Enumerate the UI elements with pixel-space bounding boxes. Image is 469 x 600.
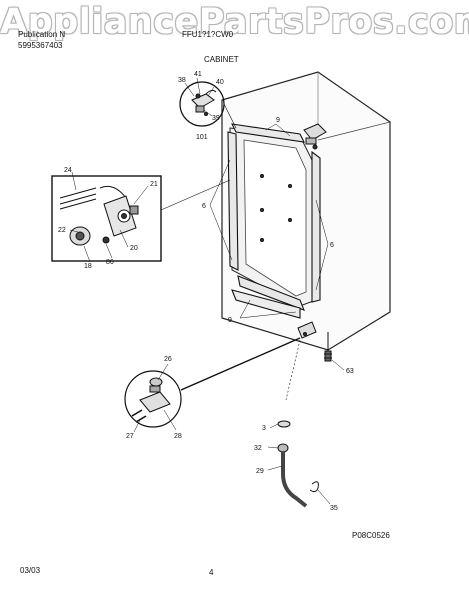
callout-18: 18 xyxy=(84,263,92,270)
callout-27: 27 xyxy=(126,433,134,440)
watermark-text: AppliancePartsPros.com xyxy=(0,2,469,42)
callout-38: 38 xyxy=(178,77,186,84)
callout-28: 28 xyxy=(174,433,182,440)
top-hinge xyxy=(303,123,327,150)
callout-26: 26 xyxy=(164,356,172,363)
model-number: FFU1?1?CW0 xyxy=(182,30,234,39)
callout-35: 35 xyxy=(330,505,338,512)
callout-22: 22 xyxy=(58,227,66,234)
fan-assembly-inset xyxy=(51,175,231,262)
callout-6-left: 6 xyxy=(202,203,206,210)
callout-24: 24 xyxy=(64,167,72,174)
cabinet-liner xyxy=(229,127,317,307)
leveling-leg xyxy=(324,350,332,362)
bottom-hinge-detail-inset xyxy=(124,337,301,428)
drain-assembly xyxy=(277,339,319,508)
callout-101: 101 xyxy=(196,134,208,141)
publication-number: 5995367403 xyxy=(18,41,63,50)
leader-lines xyxy=(69,77,345,505)
diagram-code: P08C0526 xyxy=(352,531,390,540)
callout-86: 86 xyxy=(106,259,114,266)
gasket-strips xyxy=(227,123,321,319)
callout-20: 20 xyxy=(130,245,138,252)
callout-3: 3 xyxy=(262,425,266,432)
callout-6-right: 6 xyxy=(330,242,334,249)
callout-labels: 38 41 40 39 101 9 6 6 9 24 21 22 20 18 8… xyxy=(58,71,354,512)
callout-39: 39 xyxy=(212,115,220,122)
callout-40: 40 xyxy=(216,79,224,86)
section-title: CABINET xyxy=(204,55,239,64)
callout-41: 41 xyxy=(194,71,202,78)
publication-label: Publication N xyxy=(18,30,66,39)
callout-9-top: 9 xyxy=(276,117,280,124)
callout-9-bottom: 9 xyxy=(228,317,232,324)
hinge-detail-inset xyxy=(179,81,237,129)
callout-29: 29 xyxy=(256,468,264,475)
callout-63: 63 xyxy=(346,368,354,375)
callout-21: 21 xyxy=(150,181,158,188)
callout-32: 32 xyxy=(254,445,262,452)
publication-date: 03/03 xyxy=(20,566,41,575)
page-number: 4 xyxy=(209,568,214,577)
bottom-hinge xyxy=(297,321,317,339)
